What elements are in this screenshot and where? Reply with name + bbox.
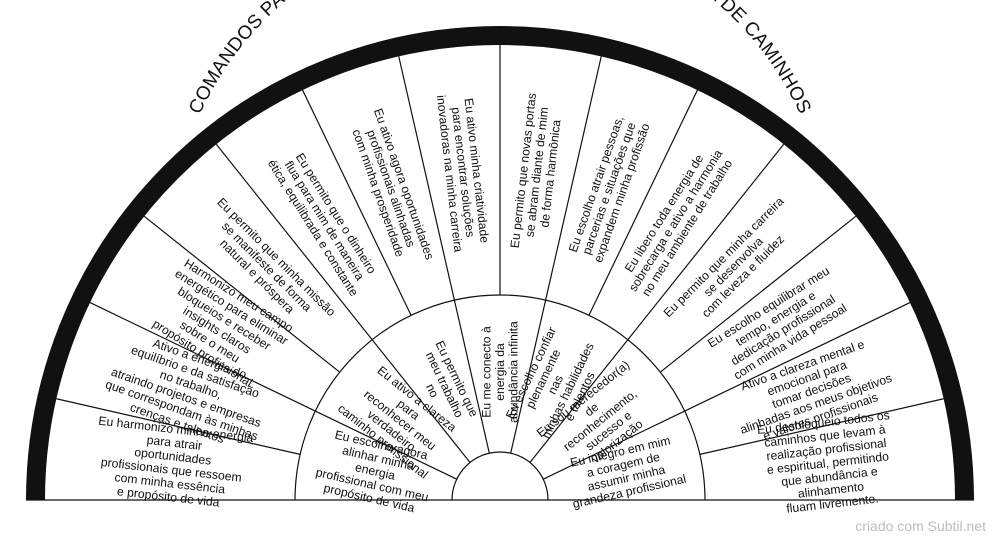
outer-divider [659,215,857,373]
outer-segment-text: Eu ativo minha criatividadepara encontra… [434,91,493,253]
outer-divider [627,143,785,341]
outer-divider [398,56,455,301]
credit-watermark: criado com Subtil.net [855,518,986,534]
outer-segment-text: Eu desbloqueio todos oscaminhos que leva… [756,408,899,518]
outer-divider [56,398,301,455]
outer-divider [215,143,373,341]
inner-segment-text-line: no [423,381,442,399]
outer-divider [684,302,911,412]
segment-labels: Eu harmonizo minha energiapara atrairopo… [90,91,899,518]
inner-segment-text-line: energia da [493,343,507,401]
inner-segment-text: Eu me conecto àenergia daabundância infi… [479,321,520,423]
inner-divider [371,339,471,463]
outer-divider [699,398,944,455]
outer-segment-text: Eu harmonizo minha energiapara atrairopo… [90,414,254,513]
inner-segment-text-line: abundância infinita [507,321,521,423]
inner-segment-text-line: Eu me conecto à [479,326,493,418]
inner-divider [542,410,685,480]
outer-segment-text-line: para atrair [146,433,203,453]
outer-divider [143,215,341,373]
inner-divider [510,300,547,454]
outer-divider [588,89,698,316]
outer-rim [26,26,974,501]
outer-divider [302,89,412,316]
inner-divider [529,339,629,463]
outer-divider [89,302,316,412]
inner-divider [315,410,458,480]
inner-divider [453,300,490,454]
diagram-structure [26,26,974,501]
outer-segment-text: Eu permito que novas portasse abram dian… [508,92,566,251]
outer-divider [545,56,602,301]
center-hub [451,451,549,501]
